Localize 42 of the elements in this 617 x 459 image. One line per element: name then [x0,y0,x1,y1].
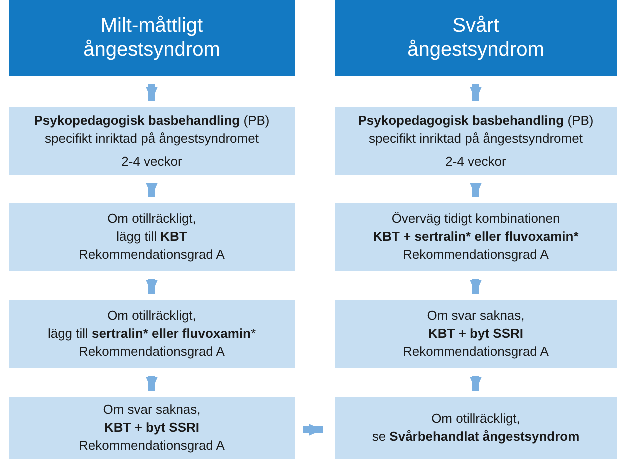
process-box [335,203,617,271]
arrow [146,279,158,294]
box-text: 2-4 veckor [446,152,506,170]
box-text: se Svårbehandlat ångestsyndrom [372,428,580,446]
arrow [146,84,158,101]
box-text: Rekommendationsgrad A [403,246,549,264]
arrow [470,183,482,197]
arrow [146,183,158,197]
box-text: Om svar saknas, [427,307,525,325]
box-text: KBT + sertralin* eller fluvoxamin* [373,228,579,246]
arrow [303,424,323,436]
header-box [335,0,617,76]
box-text: Om otillräckligt, [108,307,196,325]
process-box [335,397,617,459]
box-text: Överväg tidigt kombinationen [392,210,560,228]
box-text: lägg till sertralin* eller fluvoxamin* [48,325,256,343]
box-text: Om svar saknas, [103,401,201,419]
box-text: Psykopedagogisk basbehandling (PB) specifikt inriktad på ångestsyndromet [33,112,271,148]
process-box [9,107,295,175]
arrow [470,279,482,294]
arrow [470,376,482,391]
box-text: 2-4 veckor [122,152,182,170]
box-text: Rekommendationsgrad A [79,246,225,264]
box-text: Rekommendationsgrad A [79,343,225,361]
header-box [9,0,295,76]
box-text: KBT + byt SSRI [428,325,524,343]
box-text: Rekommendationsgrad A [79,437,225,455]
arrow [146,376,158,391]
process-box [335,300,617,368]
process-box [9,397,295,459]
box-text: Rekommendationsgrad A [403,343,549,361]
box-text: Om otillräckligt, [108,210,196,228]
box-text: KBT + byt SSRI [104,419,200,437]
header-title: Milt-måttligt ångestsyndrom [82,14,222,62]
box-text: lägg till KBT [116,228,188,246]
box-text: Om otillräckligt, [432,410,520,428]
process-box [9,203,295,271]
arrow [470,84,482,101]
box-text: Psykopedagogisk basbehandling (PB) specifikt inriktad på ångestsyndromet [357,112,595,148]
process-box [335,107,617,175]
header-title: Svårt ångestsyndrom [406,14,546,62]
process-box [9,300,295,368]
